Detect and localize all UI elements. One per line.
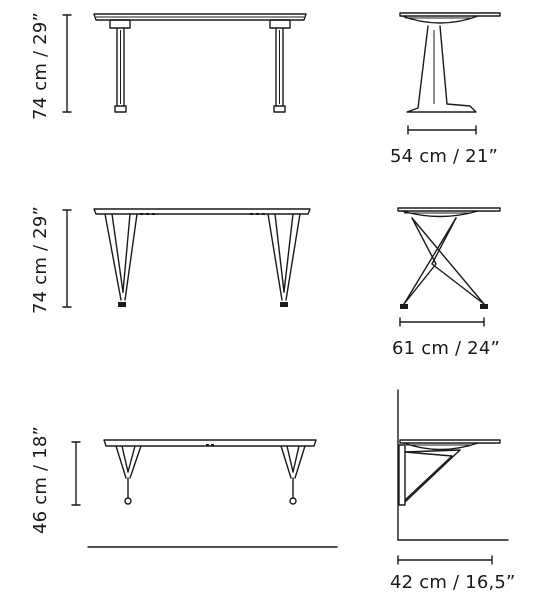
row2-table-front-view bbox=[93, 208, 311, 307]
row1-width-dimension-line bbox=[407, 125, 477, 135]
row1-width-label: 54 cm / 21” bbox=[390, 146, 498, 167]
row2-width-label: 61 cm / 24” bbox=[392, 338, 500, 359]
row3-table-side-view bbox=[397, 389, 509, 541]
row2-width-dimension-line bbox=[399, 317, 485, 327]
row2-table-side-view bbox=[397, 207, 501, 309]
row1-height-dimension-line bbox=[62, 14, 72, 113]
row3-width-dimension-line bbox=[397, 555, 493, 565]
row2-height-dimension-line bbox=[62, 209, 72, 308]
row1-height-label: 74 cm / 29” bbox=[30, 12, 51, 120]
row3-table-front-view bbox=[87, 439, 338, 548]
row3-width-label: 42 cm / 16,5” bbox=[390, 572, 516, 593]
row3-height-label: 46 cm / 18” bbox=[30, 426, 51, 534]
row1-table-side-view bbox=[399, 12, 501, 113]
row1-table-front-view bbox=[93, 13, 307, 113]
row2-height-label: 74 cm / 29” bbox=[30, 206, 51, 314]
row3-height-dimension-line bbox=[71, 441, 81, 506]
